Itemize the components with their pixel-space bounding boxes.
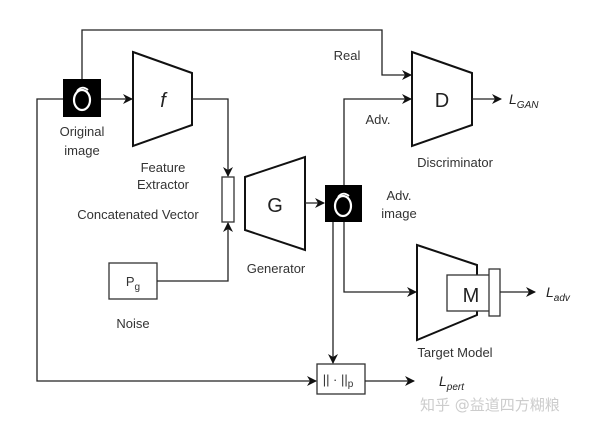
feature-extractor-block: [132, 50, 193, 148]
watermark: 知乎 @益道四方糊粮: [420, 396, 560, 414]
concatenated-vector-label: Concatenated Vector: [77, 207, 199, 222]
real-edge-label: Real: [334, 48, 361, 63]
target-model-label: Target Model: [417, 345, 492, 360]
original-image-label-1: Original: [60, 124, 105, 139]
adv-image-node: [325, 185, 362, 222]
edges: [36, 29, 536, 386]
discriminator-block: [411, 50, 473, 148]
loss-adv: Ladv: [546, 284, 571, 304]
loss-pert: Lpert: [439, 373, 465, 393]
target-model-output-layer: [488, 268, 501, 317]
feature-extractor-label-1: Feature: [141, 160, 186, 175]
target-model-m-box: [446, 274, 495, 312]
original-image-node: [63, 79, 101, 117]
adv-image-label-1: Adv.: [386, 188, 411, 203]
generator-symbol: G: [267, 195, 283, 217]
discriminator-label: Discriminator: [417, 155, 494, 170]
adv-edge-label: Adv.: [365, 112, 390, 127]
target-model-symbol: M: [463, 285, 480, 307]
adv-digit-zero-icon: [333, 194, 353, 218]
concatenated-vector-block: [221, 176, 235, 223]
original-image-label-2: image: [64, 143, 99, 158]
discriminator-symbol: D: [435, 90, 449, 112]
norm-block: [316, 363, 366, 395]
noise-block: [108, 262, 158, 300]
noise-symbol: Pg: [126, 274, 140, 293]
generator-label: Generator: [247, 261, 306, 276]
digit-zero-icon: [72, 88, 92, 112]
loss-gan: LGAN: [509, 91, 539, 111]
noise-label: Noise: [116, 316, 149, 331]
norm-symbol: || · ||p: [323, 372, 354, 390]
generator-block: [244, 155, 306, 252]
feature-extractor-label-2: Extractor: [137, 177, 190, 192]
adv-image-label-2: image: [381, 206, 416, 221]
feature-extractor-symbol: f: [160, 90, 168, 112]
